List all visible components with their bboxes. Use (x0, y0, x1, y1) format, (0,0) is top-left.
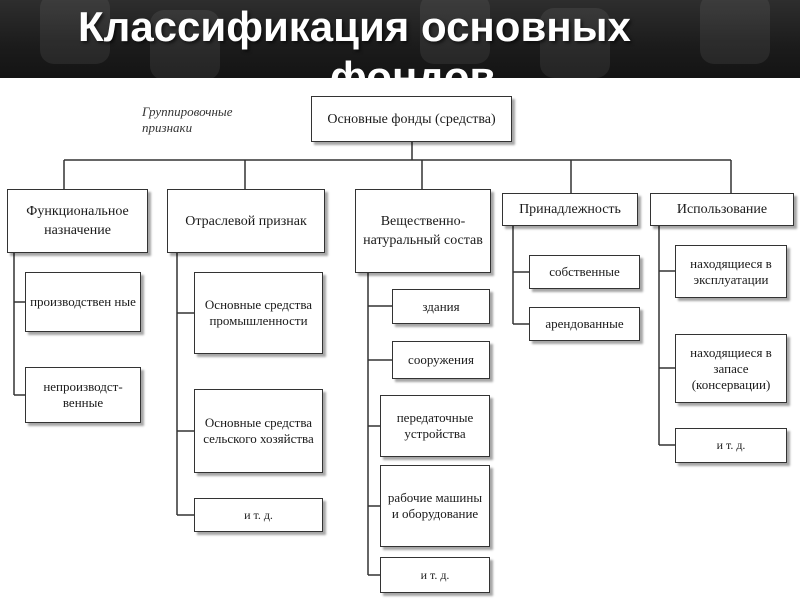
title-bar: Классификация основных фондов (0, 0, 800, 78)
category-industry: Отраслевой признак (167, 189, 325, 253)
item-transmission: передаточные устройства (380, 395, 490, 457)
root-box: Основные фонды (средства) (311, 96, 512, 142)
decor-tile (40, 0, 110, 64)
item-etc: и т. д. (194, 498, 323, 532)
item-agriculture-assets: Основные средства сельского хозяйства (194, 389, 323, 473)
item-machines: рабочие машины и оборудование (380, 465, 490, 547)
decor-tile (420, 0, 490, 64)
category-usage: Использование (650, 193, 794, 226)
item-buildings: здания (392, 289, 490, 324)
item-etc: и т. д. (380, 557, 490, 593)
item-nonproductive: непроизводст- венные (25, 367, 141, 423)
item-leased: арендованные (529, 307, 640, 341)
decor-tile (150, 10, 220, 78)
item-etc: и т. д. (675, 428, 787, 463)
category-functional: Функциональное назначение (7, 189, 148, 253)
decor-tile (700, 0, 770, 64)
item-owned: собственные (529, 255, 640, 289)
grouping-note: Группировочные признаки (142, 104, 233, 135)
category-ownership: Принадлежность (502, 193, 638, 226)
decor-tile (540, 8, 610, 78)
item-in-reserve: находящиеся в запасе (консервации) (675, 334, 787, 403)
item-industry-assets: Основные средства промышленности (194, 272, 323, 354)
item-in-operation: находящиеся в эксплуатации (675, 245, 787, 298)
category-material: Вещественно- натуральный состав (355, 189, 491, 273)
item-productive: производствен ные (25, 272, 141, 332)
slide-title: Классификация основных (78, 3, 631, 50)
item-structures: сооружения (392, 341, 490, 379)
slide-title-line2: фондов (330, 53, 496, 78)
